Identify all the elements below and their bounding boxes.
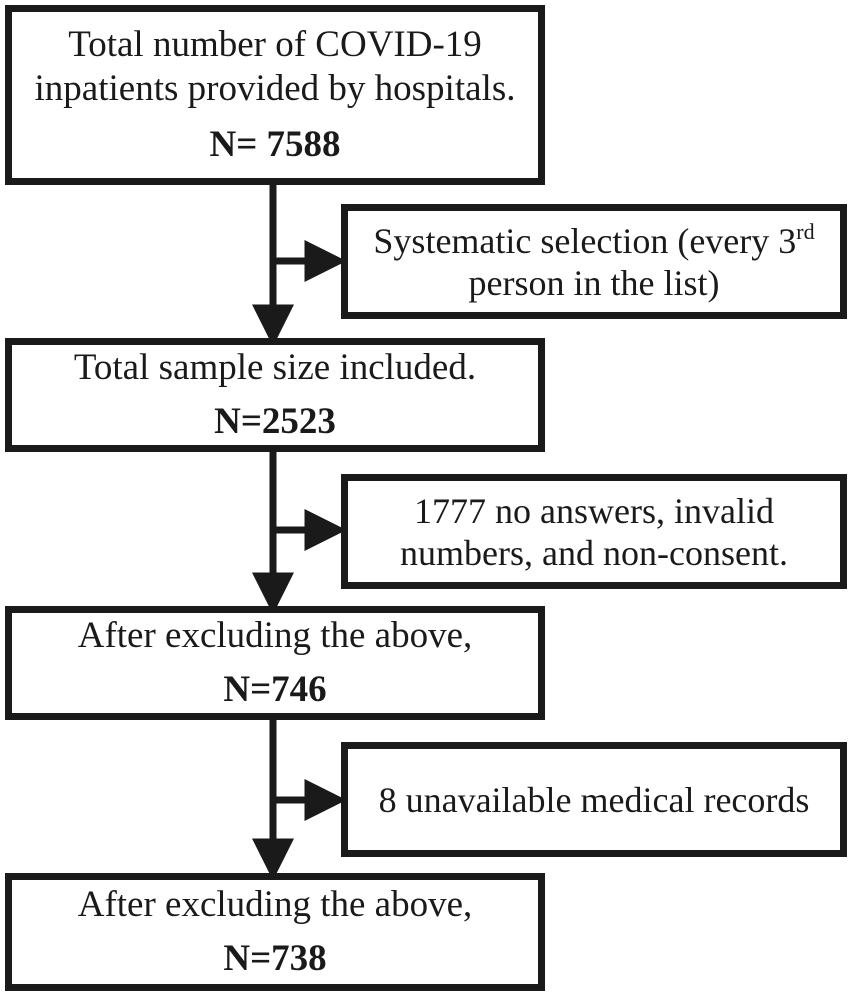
after-excluding-2-label: After excluding the above, [77, 884, 473, 925]
box-total-inpatients: Total number of COVID-19 inpatients prov… [5, 5, 545, 185]
total-inpatients-label: Total number of COVID-19 inpatients prov… [34, 24, 516, 109]
box-total-sample: Total sample size included. N=2523 [5, 338, 545, 452]
no-answers-label: 1777 no answers, invalid numbers, and no… [400, 490, 788, 573]
box-no-answers: 1777 no answers, invalid numbers, and no… [341, 474, 847, 589]
after-excluding-1-n: N=746 [223, 669, 327, 710]
box-unavailable-records: 8 unavailable medical records [341, 742, 847, 857]
systematic-selection-line2: person in the list) [468, 262, 720, 303]
systematic-selection-text: Systematic selection (every 3 [373, 220, 797, 261]
total-inpatients-n: N= 7588 [209, 124, 341, 165]
box-systematic-selection: Systematic selection (every 3rd person i… [341, 204, 847, 319]
systematic-selection-superscript: rd [796, 218, 815, 244]
systematic-selection-line1: Systematic selection (every 3rd [373, 220, 814, 262]
total-sample-label: Total sample size included. [73, 347, 477, 388]
after-excluding-2-n: N=738 [223, 938, 327, 979]
total-sample-n: N=2523 [214, 401, 336, 442]
box-after-excluding-2: After excluding the above, N=738 [5, 873, 545, 991]
after-excluding-1-label: After excluding the above, [77, 615, 473, 656]
box-after-excluding-1: After excluding the above, N=746 [5, 606, 545, 720]
unavailable-records-label: 8 unavailable medical records [378, 779, 810, 820]
